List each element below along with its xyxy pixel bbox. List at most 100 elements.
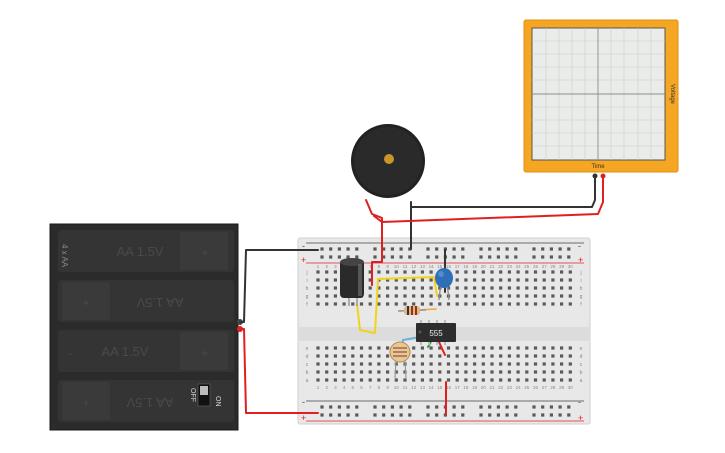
breadboard-hole[interactable] bbox=[481, 302, 485, 306]
breadboard-hole[interactable] bbox=[359, 354, 364, 358]
breadboard-hole[interactable] bbox=[394, 286, 398, 290]
breadboard-hole[interactable] bbox=[420, 278, 424, 282]
wires[interactable] bbox=[239, 175, 604, 415]
breadboard-hole[interactable] bbox=[446, 286, 451, 290]
breadboard-hole[interactable] bbox=[386, 302, 390, 306]
breadboard-hole[interactable] bbox=[560, 302, 564, 306]
oscilloscope[interactable]: Time Voltage bbox=[523, 19, 679, 179]
breadboard-hole[interactable] bbox=[399, 413, 403, 417]
breadboard-hole[interactable] bbox=[320, 247, 324, 251]
breadboard-hole[interactable] bbox=[333, 286, 337, 290]
breadboard-hole[interactable] bbox=[420, 346, 424, 350]
breadboard-hole[interactable] bbox=[499, 302, 503, 306]
breadboard-hole[interactable] bbox=[320, 413, 324, 417]
breadboard-hole[interactable] bbox=[461, 405, 465, 409]
breadboard-hole[interactable] bbox=[429, 346, 433, 350]
breadboard-hole[interactable] bbox=[403, 270, 407, 274]
breadboard-hole[interactable] bbox=[533, 302, 538, 306]
breadboard-hole[interactable] bbox=[368, 286, 372, 290]
breadboard-hole[interactable] bbox=[479, 405, 483, 409]
breadboard-hole[interactable] bbox=[316, 354, 320, 358]
breadboard-hole[interactable] bbox=[325, 302, 329, 306]
breadboard-hole[interactable] bbox=[420, 378, 424, 382]
breadboard-hole[interactable] bbox=[316, 286, 320, 290]
breadboard-hole[interactable] bbox=[507, 286, 511, 290]
breadboard-hole[interactable] bbox=[542, 270, 546, 274]
breadboard-hole[interactable] bbox=[505, 255, 509, 259]
breadboard-hole[interactable] bbox=[455, 378, 459, 382]
breadboard-hole[interactable] bbox=[560, 278, 564, 282]
breadboard-hole[interactable] bbox=[499, 278, 503, 282]
breadboard-hole[interactable] bbox=[567, 405, 571, 409]
breadboard-hole[interactable] bbox=[461, 413, 465, 417]
breadboard-hole[interactable] bbox=[342, 354, 346, 358]
breadboard-hole[interactable] bbox=[359, 346, 364, 350]
breadboard-hole[interactable] bbox=[533, 346, 538, 350]
breadboard-hole[interactable] bbox=[329, 247, 333, 251]
breadboard-hole[interactable] bbox=[567, 247, 571, 251]
breadboard-hole[interactable] bbox=[337, 413, 341, 417]
breadboard-hole[interactable] bbox=[516, 270, 520, 274]
breadboard-hole[interactable] bbox=[443, 247, 447, 251]
breadboard-hole[interactable] bbox=[490, 378, 494, 382]
breadboard-hole[interactable] bbox=[403, 302, 407, 306]
electrolytic-capacitor[interactable] bbox=[340, 258, 364, 306]
breadboard-hole[interactable] bbox=[516, 362, 520, 366]
breadboard-hole[interactable] bbox=[438, 346, 442, 350]
breadboard-hole[interactable] bbox=[532, 247, 536, 251]
breadboard-hole[interactable] bbox=[316, 378, 320, 382]
breadboard-hole[interactable] bbox=[446, 354, 451, 358]
breadboard-hole[interactable] bbox=[426, 255, 430, 259]
breadboard-hole[interactable] bbox=[346, 413, 350, 417]
breadboard-hole[interactable] bbox=[473, 270, 477, 274]
breadboard-hole[interactable] bbox=[560, 354, 564, 358]
breadboard-hole[interactable] bbox=[359, 362, 364, 366]
breadboard-hole[interactable] bbox=[377, 370, 381, 374]
breadboard-hole[interactable] bbox=[525, 354, 529, 358]
breadboard-hole[interactable] bbox=[438, 302, 442, 306]
breadboard-hole[interactable] bbox=[412, 286, 416, 290]
breadboard-hole[interactable] bbox=[507, 278, 511, 282]
breadboard-hole[interactable] bbox=[438, 354, 442, 358]
breadboard-hole[interactable] bbox=[420, 286, 424, 290]
breadboard-hole[interactable] bbox=[479, 255, 483, 259]
breadboard-hole[interactable] bbox=[408, 405, 412, 409]
breadboard-hole[interactable] bbox=[446, 346, 451, 350]
breadboard-hole[interactable] bbox=[516, 346, 520, 350]
breadboard-hole[interactable] bbox=[514, 255, 518, 259]
breadboard-hole[interactable] bbox=[560, 286, 564, 290]
breadboard-hole[interactable] bbox=[435, 255, 439, 259]
breadboard-hole[interactable] bbox=[333, 294, 337, 298]
breadboard-hole[interactable] bbox=[342, 370, 346, 374]
breadboard-hole[interactable] bbox=[505, 247, 509, 251]
breadboard-hole[interactable] bbox=[496, 413, 500, 417]
breadboard-hole[interactable] bbox=[368, 362, 372, 366]
breadboard-hole[interactable] bbox=[514, 247, 518, 251]
breadboard-hole[interactable] bbox=[446, 370, 451, 374]
breadboard-hole[interactable] bbox=[560, 370, 564, 374]
breadboard-hole[interactable] bbox=[499, 370, 503, 374]
breadboard-hole[interactable] bbox=[386, 286, 390, 290]
breadboard-hole[interactable] bbox=[567, 255, 571, 259]
breadboard-hole[interactable] bbox=[549, 255, 553, 259]
breadboard-hole[interactable] bbox=[329, 405, 333, 409]
breadboard-hole[interactable] bbox=[488, 413, 492, 417]
breadboard-hole[interactable] bbox=[481, 378, 485, 382]
breadboard-hole[interactable] bbox=[355, 405, 359, 409]
breadboard-hole[interactable] bbox=[455, 362, 459, 366]
piezo-buzzer[interactable] bbox=[351, 124, 425, 198]
breadboard-hole[interactable] bbox=[490, 370, 494, 374]
breadboard-hole[interactable] bbox=[390, 247, 394, 251]
breadboard-hole[interactable] bbox=[464, 278, 468, 282]
breadboard-hole[interactable] bbox=[568, 346, 572, 350]
breadboard-hole[interactable] bbox=[551, 294, 555, 298]
breadboard-hole[interactable] bbox=[481, 270, 485, 274]
breadboard-hole[interactable] bbox=[481, 362, 485, 366]
breadboard-hole[interactable] bbox=[333, 302, 337, 306]
breadboard-hole[interactable] bbox=[525, 270, 529, 274]
breadboard-hole[interactable] bbox=[558, 255, 562, 259]
breadboard-hole[interactable] bbox=[533, 270, 538, 274]
breadboard-hole[interactable] bbox=[394, 278, 398, 282]
breadboard-hole[interactable] bbox=[368, 378, 372, 382]
breadboard-hole[interactable] bbox=[496, 247, 500, 251]
